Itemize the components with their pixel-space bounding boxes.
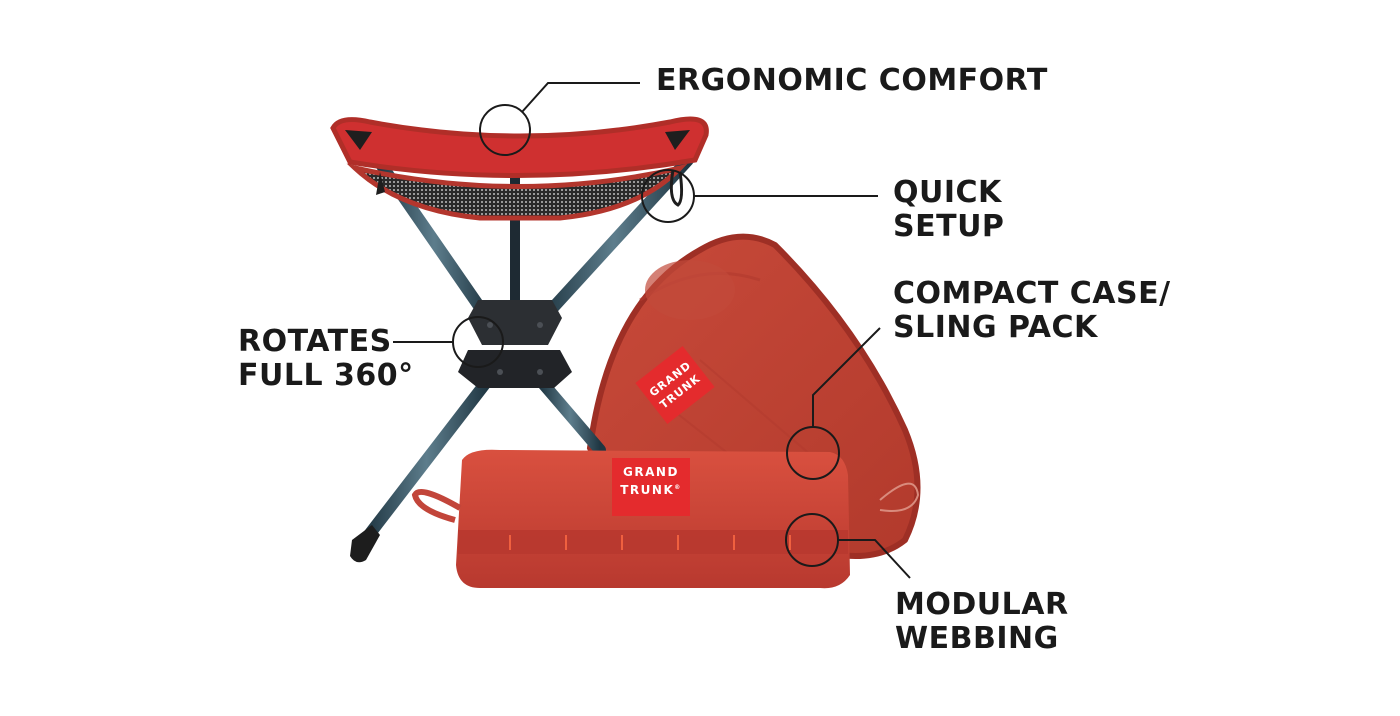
callout-text: ERGONOMIC COMFORT — [656, 63, 1048, 98]
callout-rotates-360: ROTATES FULL 360° — [238, 325, 414, 393]
callout-quick-setup: QUICK SETUP — [893, 176, 1004, 244]
patch-line-2: TRUNK — [620, 483, 675, 497]
swivel-hub — [458, 300, 572, 388]
callout-ergonomic-comfort: ERGONOMIC COMFORT — [656, 64, 1048, 98]
callout-text: FULL 360° — [238, 358, 414, 393]
callout-compact-case: COMPACT CASE/ SLING PACK — [893, 277, 1171, 345]
callout-text: COMPACT CASE/ — [893, 276, 1171, 311]
case-brand-patch-text: GRAND TRUNK® — [612, 464, 690, 498]
callout-text: ROTATES — [238, 324, 392, 359]
callout-lines — [393, 82, 911, 579]
callout-text: WEBBING — [895, 621, 1059, 656]
stool-seat — [330, 116, 709, 221]
compact-case — [411, 449, 850, 589]
callout-text: QUICK — [893, 175, 1002, 210]
callout-text: SLING PACK — [893, 310, 1098, 345]
callout-text: MODULAR — [895, 587, 1069, 622]
callout-modular-webbing: MODULAR WEBBING — [895, 588, 1069, 656]
registered-mark: ® — [674, 484, 682, 491]
callout-text: SETUP — [893, 209, 1005, 244]
brand-patch — [612, 458, 690, 516]
patch-line-1: GRAND — [623, 465, 679, 479]
